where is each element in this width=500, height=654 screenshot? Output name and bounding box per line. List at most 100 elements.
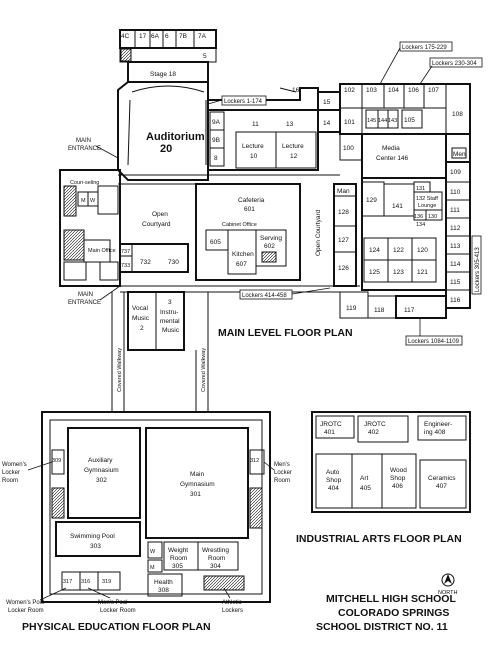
instrumental-number: 3 bbox=[168, 299, 172, 306]
mens-locker-room-3: Room bbox=[274, 478, 290, 484]
restroom-m-west: M bbox=[81, 198, 86, 204]
vocal-music-label2: Music bbox=[132, 315, 150, 322]
room-111: 111 bbox=[450, 207, 460, 214]
lockers-1084-1109: Lockers 1084-1109 bbox=[408, 339, 460, 345]
womens-pool-locker-2: Locker Room bbox=[8, 608, 44, 614]
west-office-block: Coun-seling M W Main Office bbox=[59, 169, 121, 287]
cabinet-office: Cabinet Office bbox=[222, 222, 257, 228]
room-4c: 4C bbox=[121, 33, 130, 40]
main-level-building: 4C 17 6A 6 7B 7A 5 Stage 18 Auditorium 2… bbox=[59, 29, 471, 412]
room-732: 732 bbox=[140, 259, 151, 266]
men-restroom-mid: Man bbox=[337, 188, 350, 195]
engineering-label: Engineer- bbox=[424, 421, 452, 428]
media-center-label: Media bbox=[382, 145, 400, 152]
room-103: 103 bbox=[366, 87, 377, 94]
aux-gym-label: Auxiliary bbox=[88, 457, 113, 464]
pe-heading: PHYSICAL EDUCATION FLOOR PLAN bbox=[22, 621, 211, 633]
room-114: 114 bbox=[450, 261, 461, 268]
jrotc-402-label: JROTC bbox=[364, 421, 386, 428]
open-courtyard-left: Open Courtyard 737 733 732 730 bbox=[119, 211, 189, 273]
room-134: 134 bbox=[416, 222, 425, 228]
aux-gym-number: 302 bbox=[96, 477, 107, 484]
room-125: 125 bbox=[369, 269, 380, 276]
auditorium-label: Auditorium bbox=[146, 131, 205, 143]
womens-locker-room-2: Locker bbox=[2, 470, 20, 476]
instrumental-label2: mental bbox=[160, 318, 180, 325]
art-label: Art bbox=[360, 475, 369, 482]
locker-callouts: Lockers 1-174 Lockers 175-229 Lockers 23… bbox=[68, 41, 483, 346]
auditorium-block: Stage 18 Auditorium 20 bbox=[117, 61, 209, 181]
jrotc-401-label: JROTC bbox=[320, 421, 342, 428]
room-13: 13 bbox=[286, 121, 294, 128]
north-east-wing: 15 14 16 102 103 104 106 107 108 101 100 bbox=[279, 83, 471, 179]
room-6: 6 bbox=[165, 33, 169, 40]
main-entrance-bottom-1: MAIN bbox=[78, 292, 93, 298]
mens-pool-locker-2: Locker Room bbox=[100, 608, 136, 614]
room-120: 120 bbox=[417, 247, 428, 254]
room-109: 109 bbox=[450, 169, 461, 176]
science-block: 129 141 131 132 Staff Lounge 136 130 134… bbox=[361, 177, 447, 291]
pool-label: Swimming Pool bbox=[70, 533, 115, 540]
room-136: 136 bbox=[414, 214, 423, 220]
room-5: 5 bbox=[203, 53, 207, 60]
room-100: 100 bbox=[343, 145, 354, 152]
room-144: 144 bbox=[378, 118, 387, 124]
wood-shop-label: Wood bbox=[390, 467, 407, 474]
cafeteria-label: Cafeteria bbox=[238, 197, 265, 204]
room-16: 16 bbox=[292, 87, 300, 94]
room-145: 145 bbox=[367, 118, 376, 124]
lecture-12-number: 12 bbox=[290, 153, 298, 160]
jrotc-401-number: 401 bbox=[324, 429, 335, 436]
room-737: 737 bbox=[121, 249, 130, 255]
room-115: 115 bbox=[450, 279, 461, 286]
room-123: 123 bbox=[393, 269, 404, 276]
room-312: 312 bbox=[250, 458, 259, 464]
staff-lounge: Lounge bbox=[418, 203, 436, 209]
room-113: 113 bbox=[450, 243, 461, 250]
jrotc-402-number: 402 bbox=[368, 429, 379, 436]
wrestling-room-number: 304 bbox=[210, 563, 221, 570]
mens-locker-room-1: Men's bbox=[274, 462, 290, 468]
room-316: 316 bbox=[81, 579, 90, 585]
room-129: 129 bbox=[366, 197, 377, 204]
room-9a: 9A bbox=[212, 119, 221, 126]
vocal-music-number: 2 bbox=[140, 325, 144, 332]
room-127: 127 bbox=[338, 237, 349, 244]
health-number: 308 bbox=[158, 587, 169, 594]
main-entrance-top-1: MAIN bbox=[76, 138, 91, 144]
pe-building: Auxiliary Gymnasium 302 Main Gymnasium 3… bbox=[41, 411, 271, 603]
room-14: 14 bbox=[323, 120, 331, 127]
lecture-10-number: 10 bbox=[250, 153, 258, 160]
room-119: 119 bbox=[346, 305, 357, 312]
wrestling-room-label2: Room bbox=[208, 555, 225, 562]
main-gym-label: Main bbox=[190, 471, 204, 478]
room-117: 117 bbox=[404, 307, 415, 314]
main-entrance-top: ENTRANCE bbox=[68, 146, 101, 152]
aux-gym-label2: Gymnasium bbox=[84, 467, 119, 474]
room-132: 132 Staff bbox=[416, 196, 438, 202]
room-128: 128 bbox=[338, 209, 349, 216]
restroom-w-west: W bbox=[90, 198, 96, 204]
industrial-arts-heading: INDUSTRIAL ARTS FLOOR PLAN bbox=[296, 533, 462, 545]
room-107: 107 bbox=[428, 87, 439, 94]
wood-shop-label2: Shop bbox=[390, 475, 406, 482]
media-center-number: Center 146 bbox=[376, 155, 409, 162]
vocal-music-label: Vocal bbox=[132, 305, 148, 312]
industrial-arts-building: JROTC 401 JROTC 402 Engineer- ing 408 Au… bbox=[311, 411, 471, 513]
room-309: 309 bbox=[52, 458, 61, 464]
lockers-175-229: Lockers 175-229 bbox=[402, 45, 447, 51]
womens-pool-locker-1: Women's Pool bbox=[6, 600, 44, 606]
room-106: 106 bbox=[408, 87, 419, 94]
wood-shop-number: 406 bbox=[392, 483, 403, 490]
north-label: NORTH bbox=[438, 590, 457, 596]
room-104: 104 bbox=[388, 87, 399, 94]
mens-pool-locker-1: Men's Pool bbox=[98, 600, 128, 606]
ceramics-number: 407 bbox=[436, 483, 447, 490]
auto-shop-label2: Shop bbox=[326, 477, 342, 484]
room-131: 131 bbox=[416, 186, 425, 192]
room-141: 141 bbox=[392, 203, 403, 210]
room-6a: 6A bbox=[151, 33, 160, 40]
lecture-block: 9A 9B 8 11 13 Lecture 10 Lecture 12 bbox=[207, 109, 319, 171]
room-15: 15 bbox=[323, 99, 331, 106]
room-124: 124 bbox=[369, 247, 380, 254]
